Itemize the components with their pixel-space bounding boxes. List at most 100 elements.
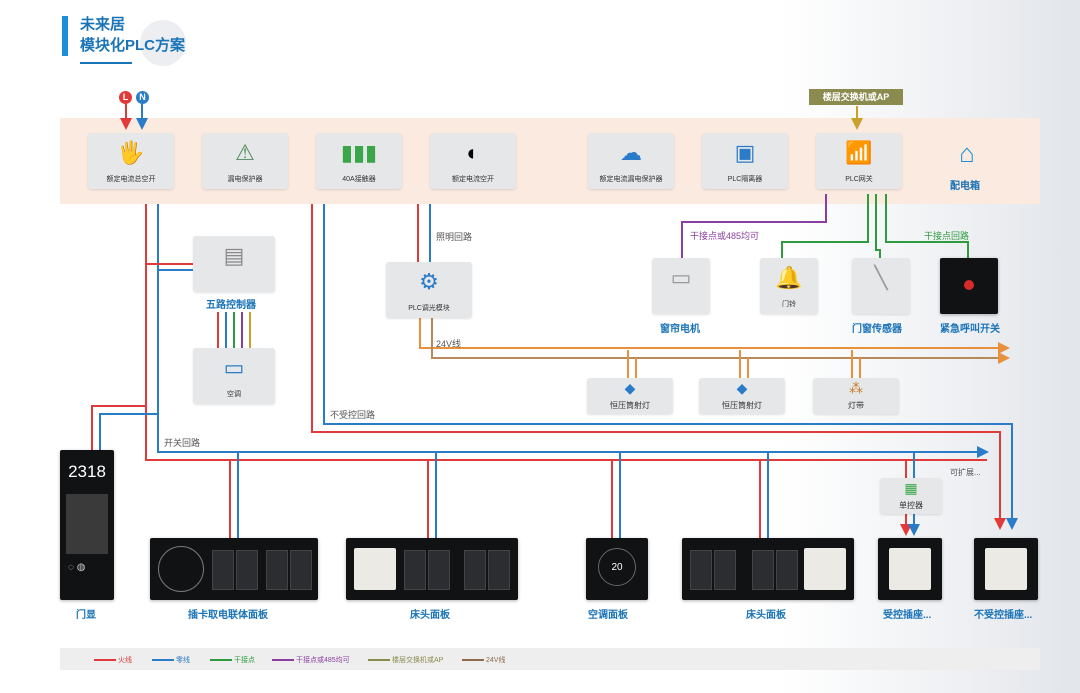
legend-item: 楼层交换机或AP (368, 655, 443, 665)
legend-item: 24V线 (462, 655, 505, 665)
dry-485-label: 干接点或485均可 (690, 231, 760, 241)
socket-icon (889, 548, 931, 590)
light-strip[interactable]: ⁂ 灯带 (813, 378, 899, 414)
panel-switch[interactable] (290, 550, 312, 590)
panel-switch[interactable] (690, 550, 712, 590)
switch-loop-label: 开关回路 (164, 438, 201, 448)
socket-icon (985, 548, 1027, 590)
window-sensor[interactable]: ╲ (852, 258, 910, 314)
label-ac-panel: 空调面板 (588, 610, 628, 621)
doorbell[interactable]: 🔔 门铃 (760, 258, 818, 314)
cloud-protector-icon: ☁ (620, 140, 642, 165)
device-label: 额定电流总空开 (106, 176, 156, 183)
main-breaker-device[interactable]: 🖐 额定电流总空开 (88, 133, 174, 189)
room-number: 2318 (68, 462, 106, 481)
spotlight-1[interactable]: ◆ 恒压筒射灯 (587, 378, 673, 414)
spotlight-icon: ◆ (736, 380, 748, 396)
contactor-device[interactable]: ▮▮▮ 40A接触器 (316, 133, 402, 189)
bell-icon: 🔔 (775, 265, 803, 290)
device-label: 额定电流空开 (452, 176, 494, 183)
title-line-2: 模块化PLC方案 (80, 37, 186, 54)
device-label: 灯带 (848, 401, 864, 410)
panel-switch[interactable] (212, 550, 234, 590)
five-way-label: 五路控制器 (206, 300, 256, 311)
device-label: 恒压筒射灯 (610, 401, 650, 410)
gateway-icon: 📶 (845, 140, 873, 165)
gateway-device[interactable]: 📶 PLC网关 (816, 133, 902, 189)
card-power-panel[interactable] (150, 538, 318, 600)
light-strip-icon: ⁂ (849, 380, 863, 396)
panel-switch[interactable] (714, 550, 736, 590)
leakage-protector-icon: ⚠ (235, 140, 255, 165)
lighting-loop-label: 照明回路 (436, 232, 473, 242)
ac-unit[interactable]: ▭ 空调 (193, 348, 275, 404)
ac-icon: ▭ (223, 355, 245, 380)
ac-panel[interactable]: 20 (586, 538, 648, 600)
title-underline (80, 62, 132, 64)
breaker-device[interactable]: ◐ 额定电流空开 (430, 133, 516, 189)
isolator-device[interactable]: ▣ PLC隔离器 (702, 133, 788, 189)
panel-switch[interactable] (752, 550, 774, 590)
neutral-input-badge: N (136, 91, 149, 104)
emergency-switch[interactable] (940, 258, 998, 314)
sensor-icon: ╲ (874, 265, 888, 290)
emergency-label: 紧急呼叫开关 (940, 324, 1000, 335)
device-label: PLC隔离器 (727, 176, 763, 183)
panel-switch[interactable] (236, 550, 258, 590)
single-controller-icon: ▦ (904, 480, 918, 496)
expand-label: 可扩展... (950, 468, 981, 477)
door-display-panel[interactable]: 2318 ◌ ◍ (60, 450, 114, 600)
curtain-motor[interactable]: ▭ (652, 258, 710, 314)
bedside-panel-2[interactable] (682, 538, 854, 600)
dimmer-module[interactable]: ⚙ PLC调光模块 (386, 262, 472, 318)
v24-label: 24V线 (436, 339, 462, 349)
switch-ap-badge: 楼层交换机或AP (809, 89, 903, 105)
device-label: PLC网关 (845, 176, 873, 183)
device-label: 恒压筒射灯 (722, 401, 762, 410)
device-label: 门铃 (782, 301, 796, 308)
label-door-display: 门显 (76, 610, 96, 621)
spotlight-icon: ◆ (624, 380, 636, 396)
panel-switch[interactable] (488, 550, 510, 590)
device-label: 漏电保护器 (227, 176, 263, 183)
panel-switch[interactable] (428, 550, 450, 590)
legend-item: 火线 (94, 655, 132, 665)
label-bedside-2: 床头面板 (746, 610, 786, 621)
breaker-hand-icon: 🖐 (117, 140, 145, 165)
panel-switch[interactable] (404, 550, 426, 590)
label-bedside-1: 床头面板 (410, 610, 450, 621)
label-uncontrolled-socket: 不受控插座... (974, 610, 1033, 621)
device-label: 空调 (227, 391, 241, 398)
single-controller[interactable]: ▦ 单控器 (880, 478, 942, 514)
cloud-protector-device[interactable]: ☁ 额定电流漏电保护器 (588, 133, 674, 189)
dimmer-icon: ⚙ (419, 269, 439, 294)
panel-switch[interactable] (266, 550, 288, 590)
five-way-controller[interactable]: ▤ (193, 236, 275, 292)
distribution-box-label: 配电箱 (950, 181, 980, 192)
panel-switch[interactable] (776, 550, 798, 590)
curtain-motor-icon: ▭ (670, 265, 692, 290)
label-controlled-socket: 受控插座... (883, 610, 932, 621)
title-line-1: 未来居 (80, 16, 126, 33)
legend-item: 零线 (152, 655, 190, 665)
title-accent-bar (62, 16, 68, 56)
controlled-socket-panel[interactable] (878, 538, 942, 600)
legend-item: 干接点或485均可 (272, 655, 350, 665)
emergency-button-icon (964, 280, 974, 290)
breaker-icon: ◐ (466, 140, 480, 165)
legend-item: 干接点 (210, 655, 255, 665)
device-label: 单控器 (899, 501, 923, 510)
label-card-panel: 插卡取电联体面板 (188, 610, 268, 621)
leakage-protector-device[interactable]: ⚠ 漏电保护器 (202, 133, 288, 189)
doorbell-icon: ◌ ◍ (68, 562, 86, 573)
bedside-panel-1[interactable] (346, 538, 518, 600)
uncontrolled-socket-panel[interactable] (974, 538, 1038, 600)
spotlight-2[interactable]: ◆ 恒压筒射灯 (699, 378, 785, 414)
panel-switch[interactable] (464, 550, 486, 590)
isolator-icon: ▣ (734, 140, 756, 165)
controller-icon: ▤ (223, 243, 245, 268)
card-slot-icon (158, 546, 204, 592)
uncontrolled-loop-label: 不受控回路 (330, 410, 376, 420)
page-title: 未来居 模块化PLC方案 (80, 14, 185, 56)
